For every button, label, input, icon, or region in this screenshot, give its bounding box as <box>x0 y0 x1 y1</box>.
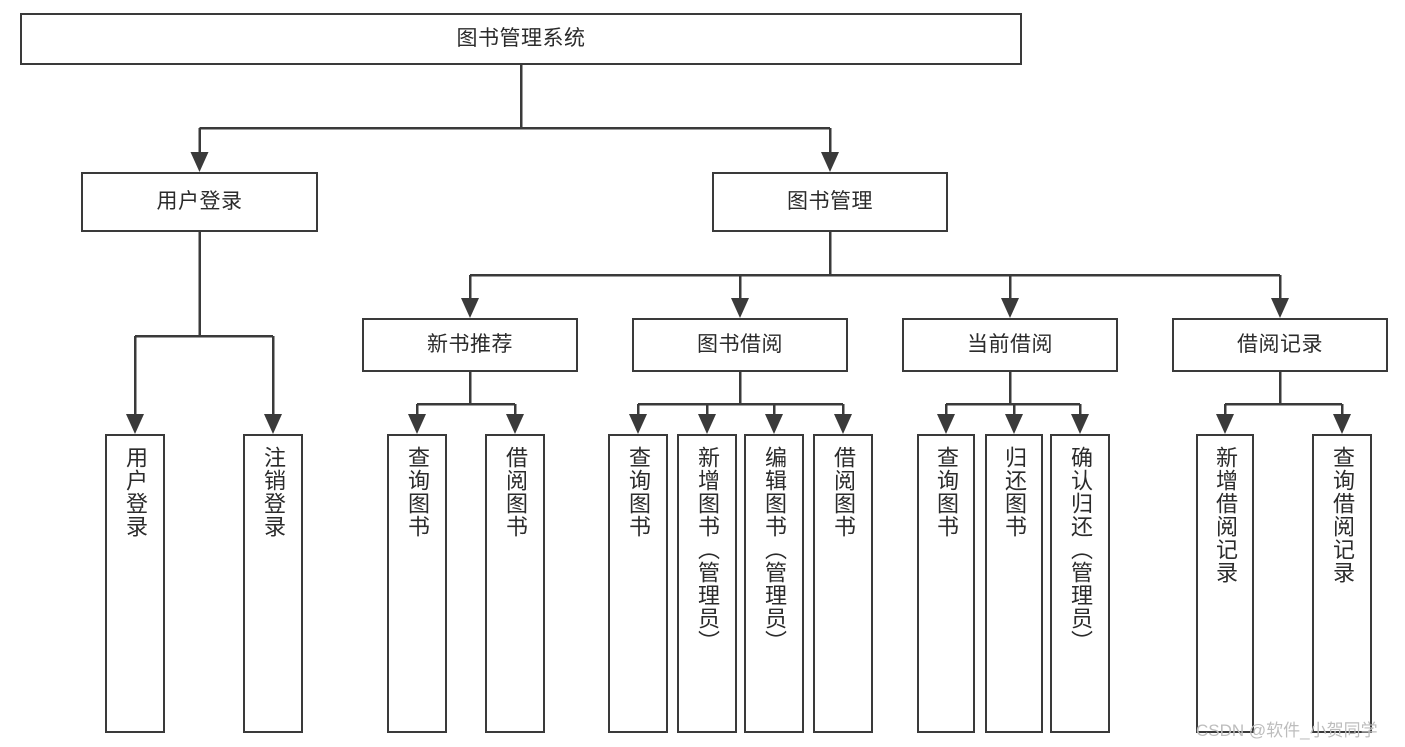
node-current-borrow[interactable]: 当前借阅 <box>902 318 1118 372</box>
conn-book-borrow-arrowhead-leaf-edit-book <box>765 414 783 434</box>
node-label-new-book-recommend: 新书推荐 <box>427 332 513 356</box>
node-label-leaf-add-book: 新增图书（管理员） <box>695 446 720 653</box>
node-leaf-user-login[interactable]: 用户登录 <box>105 434 165 733</box>
node-label-leaf-return-book: 归还图书 <box>1002 446 1027 538</box>
node-leaf-add-record[interactable]: 新增借阅记录 <box>1196 434 1254 733</box>
node-book-manage[interactable]: 图书管理 <box>712 172 948 232</box>
node-label-leaf-user-login: 用户登录 <box>123 446 148 538</box>
node-label-root: 图书管理系统 <box>456 26 586 50</box>
node-leaf-return-book[interactable]: 归还图书 <box>985 434 1043 733</box>
node-leaf-borrow-book-1[interactable]: 借阅图书 <box>485 434 545 733</box>
node-leaf-user-logout[interactable]: 注销登录 <box>243 434 303 733</box>
node-label-leaf-query-book-3: 查询图书 <box>934 446 959 538</box>
conn-book-manage-arrowhead-current-borrow <box>1001 298 1019 318</box>
node-leaf-query-book-1[interactable]: 查询图书 <box>387 434 447 733</box>
conn-borrow-record-arrowhead-leaf-query-record <box>1333 414 1351 434</box>
node-root[interactable]: 图书管理系统 <box>20 13 1022 65</box>
node-label-leaf-query-book-1: 查询图书 <box>405 446 430 538</box>
conn-current-borrow-arrowhead-leaf-return-book <box>1005 414 1023 434</box>
conn-book-manage-arrowhead-borrow-record <box>1271 298 1289 318</box>
conn-borrow-record-arrowhead-leaf-add-record <box>1216 414 1234 434</box>
conn-book-manage-arrowhead-book-borrow <box>731 298 749 318</box>
node-label-leaf-borrow-book-1: 借阅图书 <box>503 446 528 538</box>
node-book-borrow[interactable]: 图书借阅 <box>632 318 848 372</box>
conn-book-borrow-arrowhead-leaf-borrow-book-2 <box>834 414 852 434</box>
conn-user-login-arrowhead-leaf-user-logout <box>264 414 282 434</box>
conn-current-borrow-arrowhead-leaf-confirm-return <box>1071 414 1089 434</box>
conn-user-login-arrowhead-leaf-user-login <box>126 414 144 434</box>
node-label-leaf-edit-book: 编辑图书（管理员） <box>762 446 787 653</box>
node-label-leaf-query-book-2: 查询图书 <box>626 446 651 538</box>
node-leaf-edit-book[interactable]: 编辑图书（管理员） <box>744 434 804 733</box>
conn-book-borrow-arrowhead-leaf-query-book-2 <box>629 414 647 434</box>
node-leaf-query-book-2[interactable]: 查询图书 <box>608 434 668 733</box>
node-leaf-add-book[interactable]: 新增图书（管理员） <box>677 434 737 733</box>
node-leaf-query-record[interactable]: 查询借阅记录 <box>1312 434 1372 733</box>
node-label-leaf-confirm-return: 确认归还（管理员） <box>1068 446 1093 653</box>
node-label-leaf-add-record: 新增借阅记录 <box>1213 446 1238 584</box>
conn-new-book-recommend-arrowhead-leaf-query-book-1 <box>408 414 426 434</box>
node-new-book-recommend[interactable]: 新书推荐 <box>362 318 578 372</box>
conn-current-borrow-arrowhead-leaf-query-book-3 <box>937 414 955 434</box>
node-user-login[interactable]: 用户登录 <box>81 172 318 232</box>
conn-root-arrowhead-book-manage <box>821 152 839 172</box>
conn-book-manage-arrowhead-new-book-recommend <box>461 298 479 318</box>
node-borrow-record[interactable]: 借阅记录 <box>1172 318 1388 372</box>
node-label-book-manage: 图书管理 <box>787 189 873 213</box>
conn-root-arrowhead-user-login <box>190 152 209 172</box>
conn-book-borrow-arrowhead-leaf-add-book <box>698 414 716 434</box>
node-label-borrow-record: 借阅记录 <box>1237 332 1323 356</box>
conn-new-book-recommend-arrowhead-leaf-borrow-book-1 <box>506 414 524 434</box>
node-label-leaf-borrow-book-2: 借阅图书 <box>831 446 856 538</box>
node-leaf-borrow-book-2[interactable]: 借阅图书 <box>813 434 873 733</box>
node-leaf-query-book-3[interactable]: 查询图书 <box>917 434 975 733</box>
connector-group <box>126 65 1351 434</box>
node-label-book-borrow: 图书借阅 <box>697 332 783 356</box>
node-label-current-borrow: 当前借阅 <box>967 332 1053 356</box>
node-label-leaf-query-record: 查询借阅记录 <box>1330 446 1355 584</box>
node-leaf-confirm-return[interactable]: 确认归还（管理员） <box>1050 434 1110 733</box>
node-label-user-login: 用户登录 <box>156 189 243 213</box>
node-label-leaf-user-logout: 注销登录 <box>261 446 286 538</box>
